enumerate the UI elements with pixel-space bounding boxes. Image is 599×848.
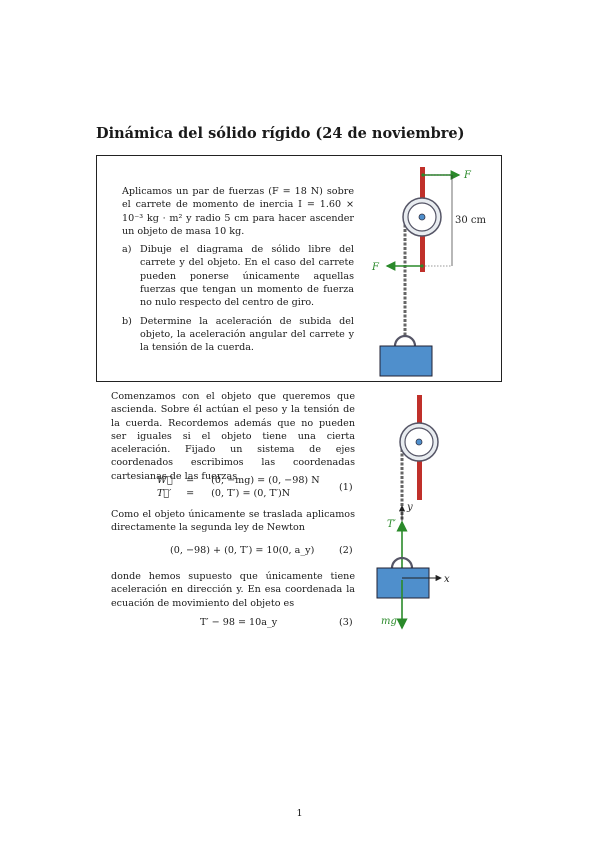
- block-hook: [393, 334, 417, 347]
- equation-1-row-1: W⃗ = (0, −mg) = (0, −98) N: [157, 475, 320, 487]
- problem-item-a: a) Dibuje el diagrama de sólido libre de…: [122, 243, 354, 309]
- eq1-lhs: W⃗: [157, 475, 173, 486]
- force-bottom-label: F: [371, 262, 380, 273]
- block-hook: [390, 556, 414, 569]
- solution-paragraph-2: Como el objeto únicamente se traslada ap…: [111, 509, 355, 534]
- page-number: 1: [296, 808, 303, 819]
- solution-paragraph-1: Comenzamos con el objeto que queremos qu…: [111, 391, 355, 482]
- solution-paragraph-3-wrap: donde hemos supuesto que únicamente tien…: [111, 570, 355, 610]
- equation-1-number: (1): [339, 482, 353, 493]
- axis-x-label: x: [444, 574, 450, 585]
- problem-item-b: b) Determine la aceleración de subida de…: [122, 315, 354, 355]
- eq1-rhs: (0, −mg) = (0, −98) N: [211, 475, 320, 486]
- equation-3-number: (3): [339, 617, 353, 628]
- tension-label: T′: [387, 519, 397, 530]
- eq1-lhs: T⃗′: [157, 488, 172, 499]
- problem-statement: Aplicamos un par de fuerzas (F = 18 N) s…: [122, 186, 354, 237]
- equation-3: T′ − 98 = 10a_y: [200, 617, 278, 628]
- item-text: Dibuje el diagrama de sólido libre del c…: [140, 244, 354, 309]
- item-label: a): [122, 244, 132, 256]
- distance-label: 30 cm: [455, 215, 487, 226]
- solution-paragraph-3: donde hemos supuesto que únicamente tien…: [111, 571, 355, 609]
- mass-block: [379, 345, 433, 377]
- pulley-axle: [418, 213, 426, 221]
- equation-1-row-2: T⃗′ = (0, T′) = (0, T′)N: [157, 488, 290, 500]
- equation-2: (0, −98) + (0, T′) = 10(0, a_y): [170, 545, 315, 556]
- solution-figure: y T′ x mg: [376, 395, 450, 630]
- force-top-label: F: [463, 170, 472, 181]
- solution-text: Comenzamos con el objeto que queremos qu…: [111, 390, 355, 483]
- eq1-eq: =: [186, 475, 195, 486]
- weight-label: mg: [381, 616, 397, 627]
- page-title: Dinámica del sólido rígido (24 de noviem…: [96, 125, 465, 142]
- mass-block: [376, 567, 430, 599]
- axis-y-label: y: [406, 502, 413, 513]
- problem-text: Aplicamos un par de fuerzas (F = 18 N) s…: [122, 185, 354, 355]
- item-text: Determine la aceleración de subida del o…: [140, 315, 354, 354]
- pulley-axle: [415, 438, 423, 446]
- solution-paragraph-2-wrap: Como el objeto únicamente se traslada ap…: [111, 508, 355, 535]
- problem-figure: F F 30 cm: [371, 167, 487, 377]
- eq1-eq: =: [186, 488, 195, 499]
- problem-box: [96, 155, 502, 382]
- item-label: b): [122, 315, 132, 327]
- eq1-rhs: (0, T′) = (0, T′)N: [211, 488, 291, 499]
- equation-2-number: (2): [339, 545, 353, 556]
